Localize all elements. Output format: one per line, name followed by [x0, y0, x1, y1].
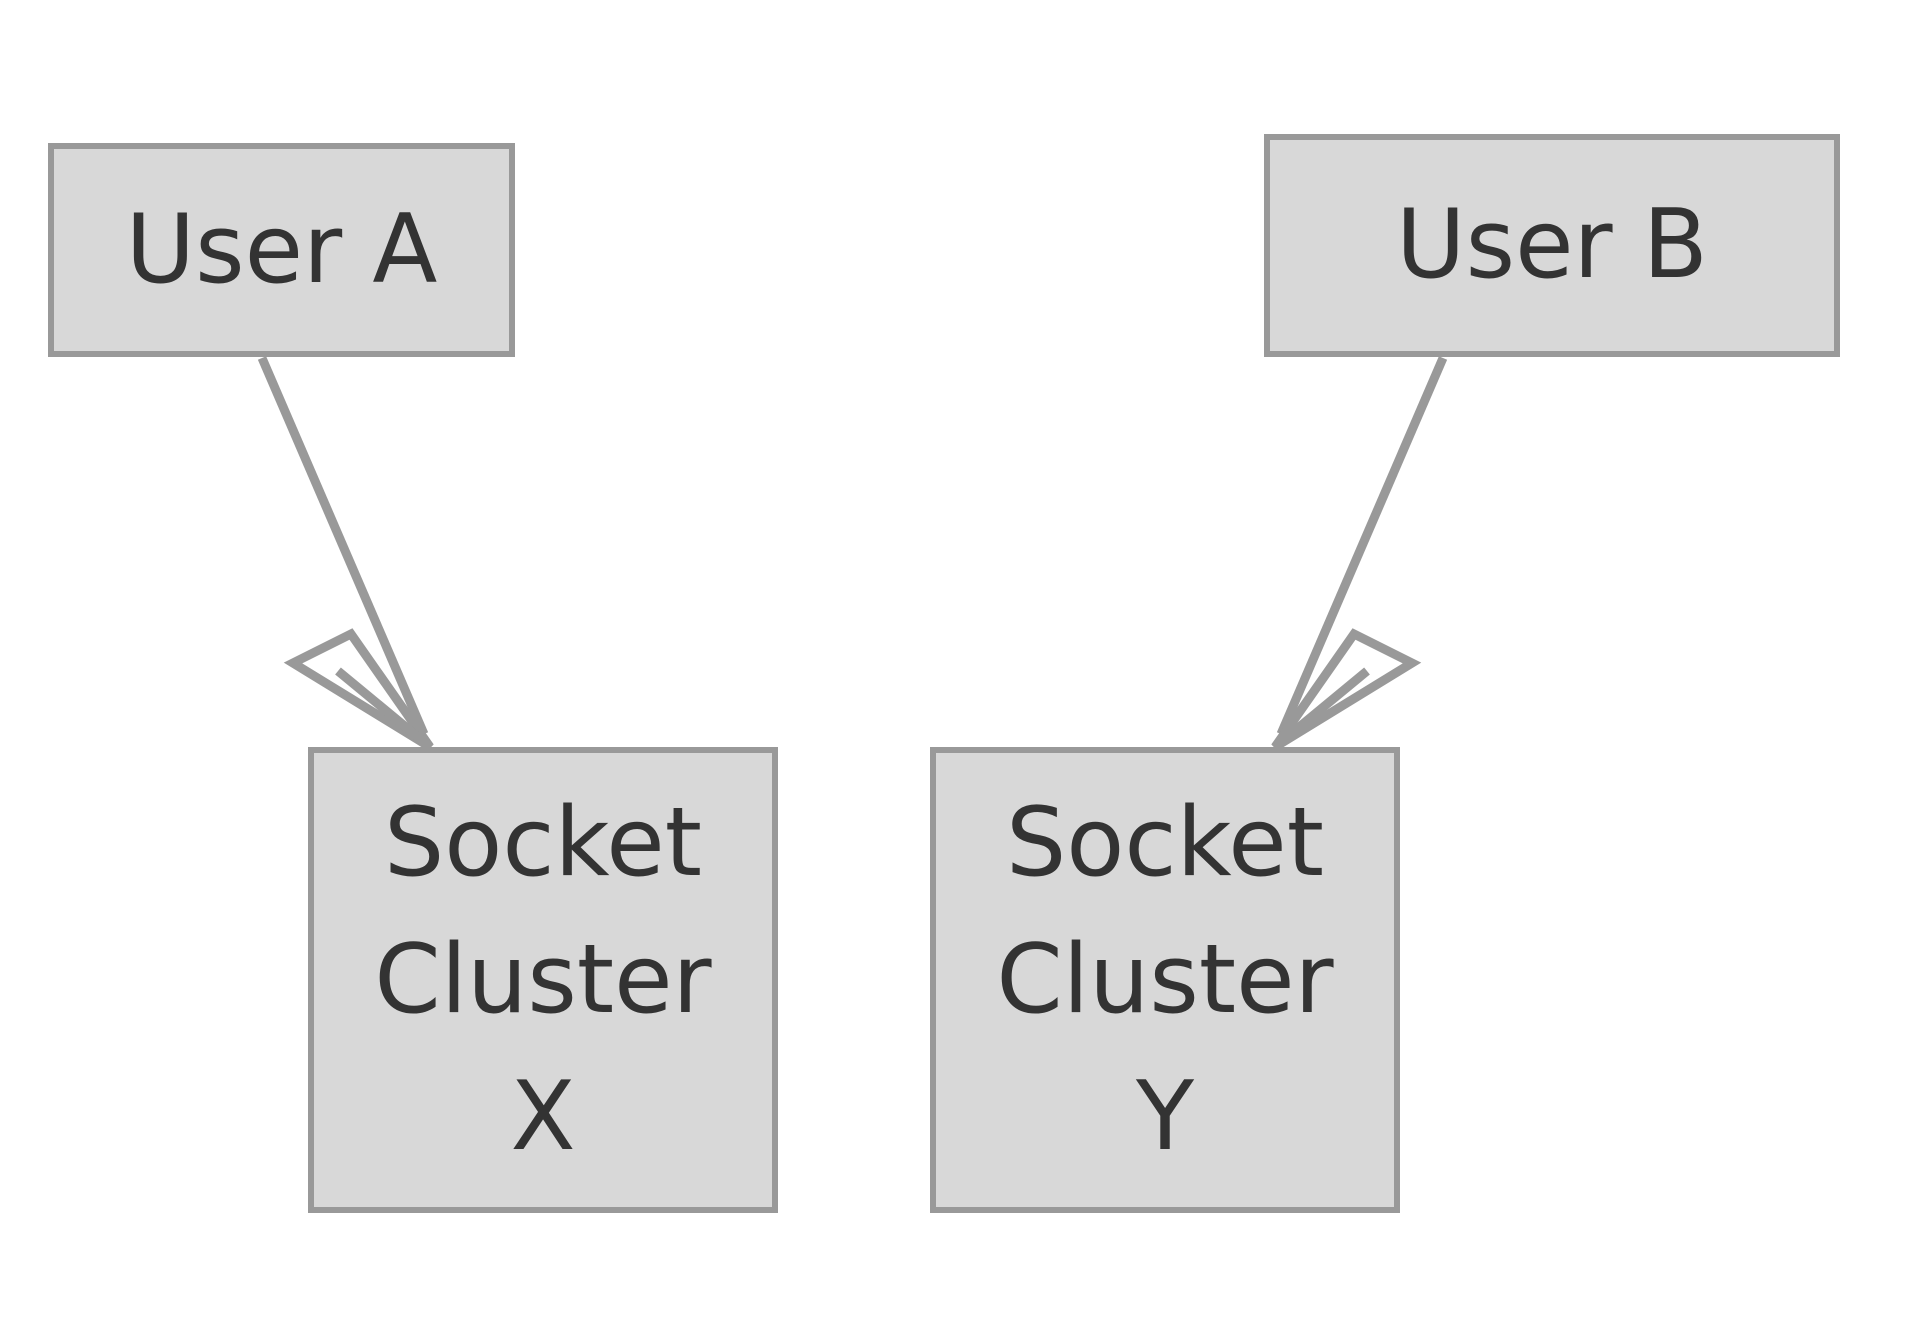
edge-user-a-to-socket-cluster-x — [257, 356, 434, 751]
node-socket-cluster-x-line-2: Cluster — [374, 924, 712, 1035]
node-socket-cluster-y-line-3: Y — [1135, 1061, 1195, 1172]
edge-line — [257, 356, 429, 736]
arrowhead-inner-line — [335, 667, 433, 751]
node-user-b-line-1: User B — [1396, 190, 1708, 300]
node-user-a[interactable]: User A — [48, 143, 515, 357]
node-socket-cluster-x-line-1: Socket — [384, 787, 702, 898]
arrowhead-inner-line — [1272, 667, 1370, 751]
edge-line — [1276, 356, 1448, 736]
node-user-b[interactable]: User B — [1264, 134, 1840, 357]
arrowhead-icon — [1271, 628, 1422, 751]
edge-user-b-to-socket-cluster-y — [1271, 356, 1448, 751]
node-socket-cluster-y-line-1: Socket — [1006, 787, 1324, 898]
node-socket-cluster-x-line-3: X — [510, 1061, 576, 1172]
node-user-a-line-1: User A — [125, 194, 438, 305]
node-socket-cluster-x[interactable]: Socket Cluster X — [308, 747, 778, 1213]
node-socket-cluster-y-line-2: Cluster — [996, 924, 1334, 1035]
arrowhead-icon — [283, 628, 434, 751]
node-socket-cluster-y[interactable]: Socket Cluster Y — [930, 747, 1400, 1213]
